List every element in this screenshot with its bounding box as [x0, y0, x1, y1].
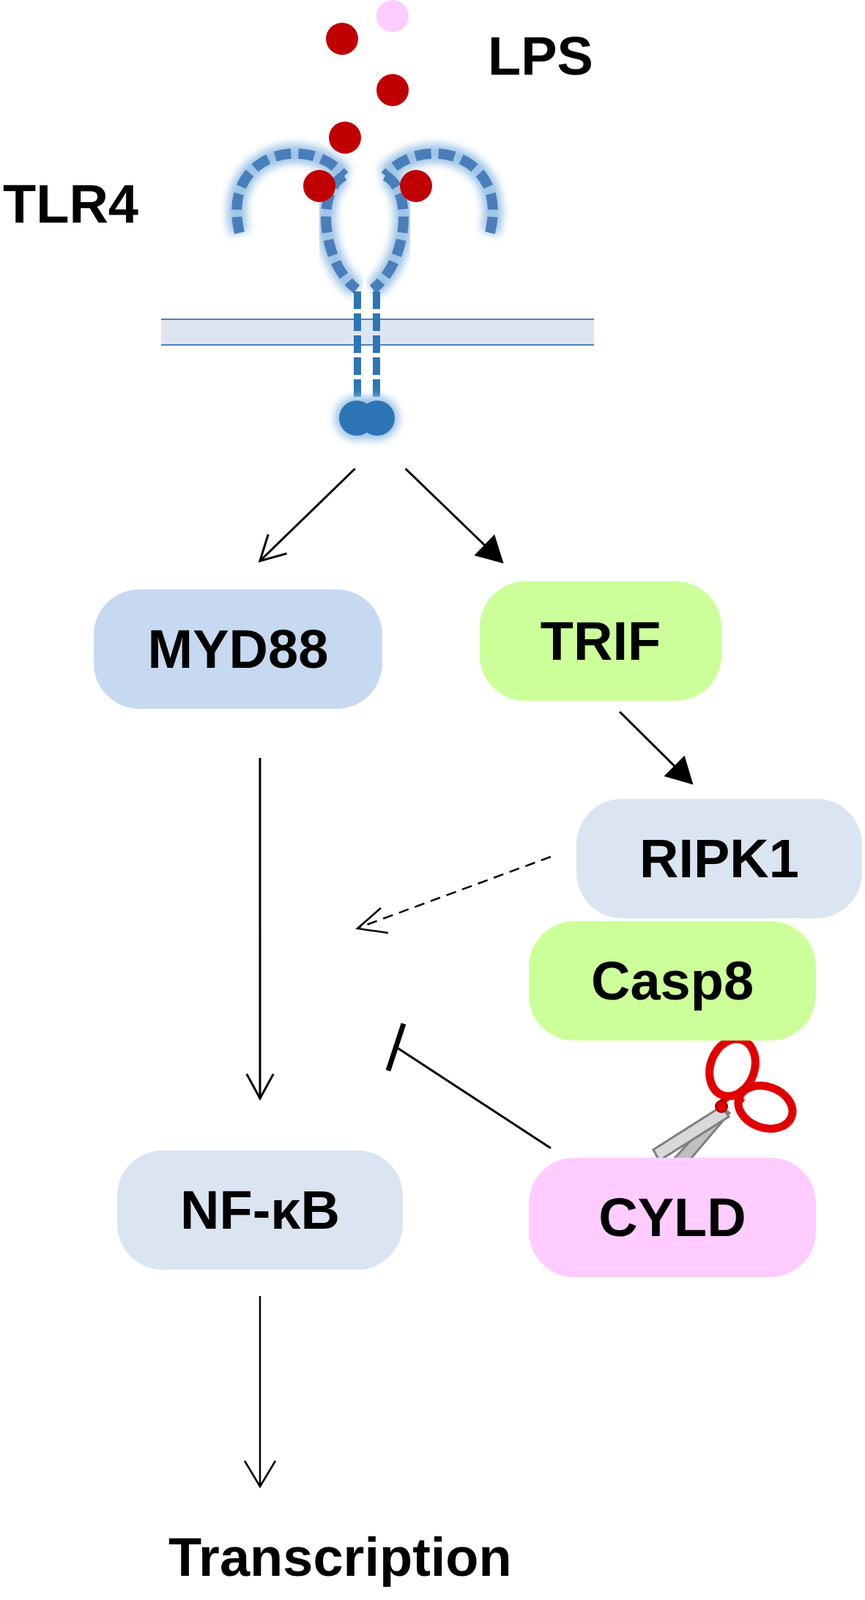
- adaptor-box: MYD88: [93, 589, 383, 709]
- protein-name: NF-κB: [180, 1183, 340, 1238]
- protein-name: RIPK1: [639, 832, 800, 887]
- kinase-box: RIPK1: [576, 799, 863, 919]
- deubiquitinase-box: CYLD: [528, 1157, 816, 1278]
- signal-arrow: [260, 468, 356, 562]
- protein-name: TRIF: [540, 614, 661, 669]
- adaptor-box: TRIF: [479, 581, 722, 701]
- signal-arrow: [405, 468, 503, 563]
- lps-dots: [325, 0, 409, 154]
- cyld-inhibition: [388, 1023, 551, 1149]
- signal-arrow: [619, 711, 693, 784]
- signal-arrow: [246, 758, 274, 1099]
- protease-box: Casp8: [528, 921, 816, 1041]
- transcription-factor-box: NF-κB: [117, 1150, 403, 1271]
- protein-name: CYLD: [598, 1190, 746, 1246]
- receptor-node: TLR4: [0, 109, 608, 462]
- transcription-arrow: [244, 1296, 276, 1487]
- outcome-label: Transcription: [168, 1527, 512, 1588]
- protein-name: Casp8: [591, 954, 754, 1009]
- tlr4-receptor-drawing: [0, 109, 608, 462]
- ligand-label: LPS: [487, 26, 594, 86]
- protein-name: MYD88: [147, 622, 329, 677]
- receptor-name: TLR4: [2, 177, 139, 232]
- ripk1-dashed-arrow: [357, 856, 551, 934]
